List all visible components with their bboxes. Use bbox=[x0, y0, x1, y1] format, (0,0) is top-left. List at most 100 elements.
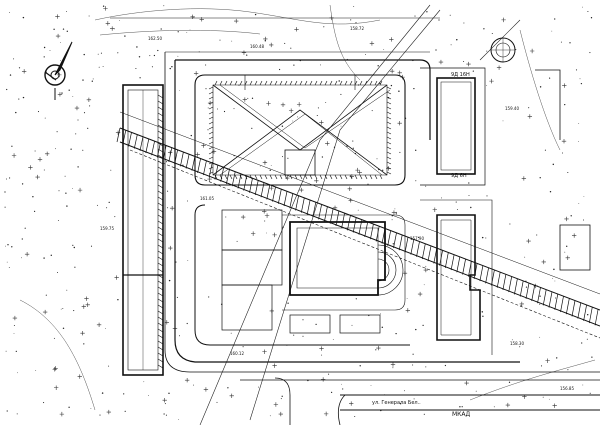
courtyard-hatch-line bbox=[264, 174, 268, 180]
elevation-label: 162.50 bbox=[148, 36, 162, 41]
survey-dot bbox=[395, 211, 397, 213]
road-hatch-line bbox=[335, 210, 340, 226]
tree-mark bbox=[162, 397, 167, 403]
survey-dot bbox=[7, 244, 9, 246]
courtyard-hatch-line bbox=[386, 156, 392, 160]
survey-dot bbox=[66, 30, 68, 32]
survey-dot bbox=[586, 313, 589, 316]
tree-mark bbox=[84, 296, 89, 301]
survey-dot bbox=[102, 5, 105, 7]
courtyard-hatch-line bbox=[208, 126, 214, 130]
survey-dot bbox=[123, 393, 125, 395]
survey-dot bbox=[169, 67, 171, 70]
survey-dot bbox=[292, 120, 294, 122]
survey-dot bbox=[246, 54, 248, 56]
survey-dot bbox=[395, 213, 397, 215]
survey-dot bbox=[455, 201, 457, 203]
courtyard-hatch-line bbox=[354, 174, 358, 180]
survey-dot bbox=[380, 313, 382, 315]
building-hatch-line bbox=[157, 196, 164, 201]
survey-dot bbox=[423, 284, 425, 286]
tree-mark bbox=[86, 97, 92, 102]
survey-dot bbox=[560, 41, 562, 43]
survey-dot bbox=[449, 14, 451, 16]
courtyard-hatch-line bbox=[386, 106, 392, 110]
courtyard-hatch-line bbox=[386, 146, 392, 150]
survey-dot bbox=[475, 390, 477, 392]
tree-mark bbox=[74, 105, 80, 111]
survey-dot bbox=[230, 332, 232, 334]
survey-dot bbox=[73, 246, 76, 249]
road-hatch-line bbox=[560, 296, 564, 313]
tree-mark bbox=[272, 363, 277, 368]
tree-mark bbox=[405, 308, 411, 313]
tree-mark bbox=[389, 37, 394, 42]
survey-dot bbox=[391, 219, 393, 221]
courtyard-hatch-line bbox=[359, 174, 363, 180]
survey-dot bbox=[207, 107, 209, 109]
building-hatch-line bbox=[157, 202, 164, 207]
courtyard-hatch-line bbox=[339, 80, 343, 86]
survey-dot bbox=[582, 384, 584, 386]
survey-dot bbox=[83, 53, 85, 56]
road-hatch-line bbox=[180, 151, 184, 167]
right-edge-buildings bbox=[535, 69, 591, 271]
survey-dot bbox=[293, 64, 295, 66]
survey-dot bbox=[233, 108, 235, 110]
tree-mark bbox=[81, 304, 87, 309]
tree-mark bbox=[526, 238, 531, 244]
survey-dot bbox=[55, 148, 56, 150]
survey-dot bbox=[316, 114, 318, 117]
survey-dot bbox=[60, 308, 62, 310]
tree-mark bbox=[552, 403, 557, 408]
survey-dot bbox=[18, 67, 21, 69]
building-hatch-line bbox=[157, 316, 164, 321]
survey-dot bbox=[72, 244, 74, 246]
road-hatch-line bbox=[583, 304, 587, 321]
tree-mark bbox=[115, 130, 121, 135]
survey-dot bbox=[124, 410, 126, 412]
courtyard-hatch-line bbox=[304, 80, 308, 86]
courtyard-hatch-line bbox=[374, 80, 378, 86]
courtyard-hatch-line bbox=[386, 96, 392, 100]
road-hatch-line bbox=[571, 300, 576, 317]
tree-mark bbox=[53, 366, 58, 371]
road-hatch-line bbox=[577, 302, 582, 319]
survey-dot bbox=[414, 15, 416, 17]
survey-dot bbox=[100, 52, 102, 54]
road-hatch-line bbox=[272, 186, 276, 202]
survey-dot bbox=[399, 151, 401, 153]
survey-dot bbox=[561, 152, 564, 154]
courtyard-hatch-line bbox=[379, 174, 383, 180]
survey-dot bbox=[395, 332, 397, 335]
courtyard-hatch-line bbox=[269, 80, 273, 86]
left-building-hatching bbox=[157, 94, 164, 369]
survey-dot bbox=[290, 47, 292, 49]
survey-dot bbox=[413, 398, 415, 400]
survey-dot bbox=[90, 408, 92, 409]
survey-dot bbox=[53, 337, 55, 339]
tree-mark bbox=[565, 255, 570, 260]
courtyard-hatch-line bbox=[264, 80, 268, 86]
survey-dot bbox=[37, 111, 40, 113]
survey-dot bbox=[177, 55, 179, 57]
road-hatch-line bbox=[318, 204, 322, 220]
survey-dot bbox=[552, 278, 554, 279]
survey-dot bbox=[57, 220, 59, 222]
building-hatch-line bbox=[157, 244, 164, 249]
tree-mark bbox=[21, 69, 27, 74]
building-hatch-line bbox=[157, 94, 164, 99]
tree-mark bbox=[369, 41, 375, 46]
survey-dot bbox=[422, 324, 424, 327]
courtyard-hatch-line bbox=[386, 86, 392, 90]
courtyard-hatch-line bbox=[214, 174, 218, 180]
labels: 9Д 16Н 9Д 6Н МКАД ул. Генерала Бел.. 162… bbox=[100, 26, 574, 418]
survey-dot bbox=[406, 298, 408, 299]
tree-mark bbox=[77, 187, 83, 193]
survey-dot bbox=[65, 192, 67, 194]
courtyard-hatch-line bbox=[339, 174, 343, 180]
survey-dot bbox=[75, 133, 77, 135]
diagonal-road bbox=[119, 111, 600, 339]
courtyard-hatch-line bbox=[344, 174, 348, 180]
survey-dot bbox=[22, 96, 25, 99]
